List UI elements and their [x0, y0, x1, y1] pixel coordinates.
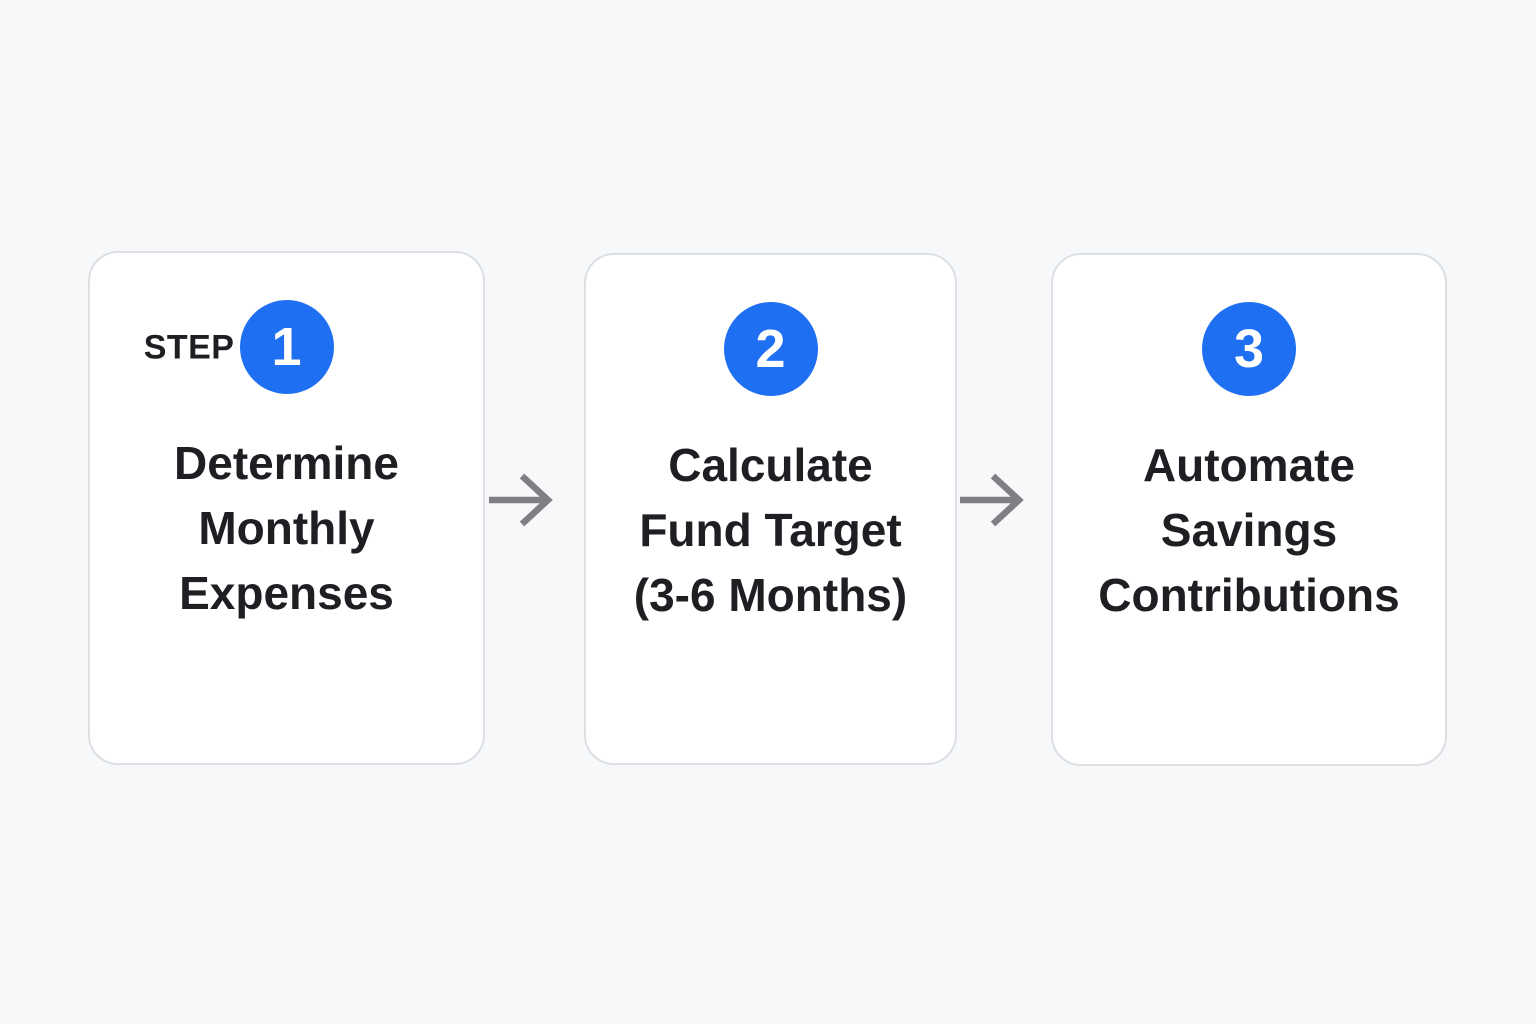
step-2-title: Calculate Fund Target (3-6 Months)	[633, 439, 908, 621]
step-3-title: Automate Savings Contributions	[1098, 439, 1400, 621]
step-2-number: 2	[755, 319, 786, 379]
step-3-number: 3	[1233, 319, 1265, 379]
step-1-title: Determine Monthly Expenses	[174, 437, 399, 619]
step-3-badge-row: 3	[1053, 302, 1445, 398]
step-card-1: STEP 1 Determine Monthly Expenses	[88, 251, 485, 765]
arrow-right-icon	[486, 467, 568, 533]
step-1-number-badge: 1	[239, 300, 334, 394]
step-2-number-badge: 2	[723, 302, 818, 396]
step-card-3: 3 Automate Savings Contributions	[1051, 253, 1447, 766]
step-3-number-badge: 3	[1202, 302, 1296, 396]
step-1-label: STEP	[143, 328, 235, 367]
step-1-number: 1	[271, 317, 302, 377]
step-card-2: 2 Calculate Fund Target (3-6 Months)	[584, 253, 957, 765]
step-2-badge-row: 2	[586, 302, 955, 398]
step-1-badge-row: STEP 1	[90, 300, 483, 396]
arrow-right-icon	[957, 467, 1039, 533]
